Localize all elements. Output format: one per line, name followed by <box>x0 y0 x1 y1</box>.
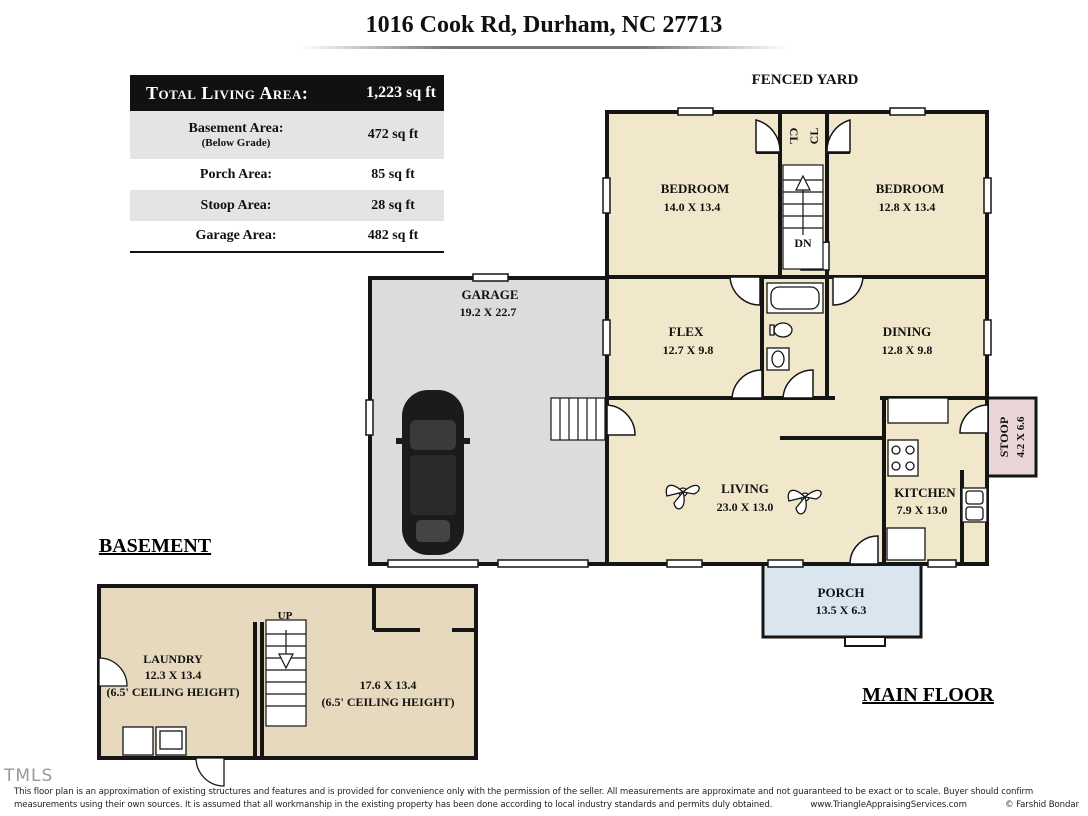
bedroom-left-name: BEDROOM <box>661 181 730 196</box>
refrigerator-icon <box>886 527 926 561</box>
bedroom-left-dims: 14.0 X 13.4 <box>664 200 721 214</box>
bedroom-right-dims: 12.8 X 13.4 <box>879 200 936 214</box>
porch-name: PORCH <box>818 585 865 600</box>
porch-dims: 13.5 X 6.3 <box>816 603 867 617</box>
disclaimer-line-1: This floor plan is an approximation of e… <box>14 787 1034 797</box>
total-living-area-label: Total Living Area: <box>146 82 309 103</box>
page-title: 1016 Cook Rd, Durham, NC 27713 <box>365 12 723 38</box>
washer-icon <box>122 726 154 756</box>
laundry-name: LAUNDRY <box>143 652 203 666</box>
total-living-area-row: Total Living Area: 1,223 sq ft <box>130 75 444 111</box>
basement-stairs <box>265 619 307 727</box>
stoop-area-value: 28 sq ft <box>371 197 415 213</box>
basement-exterior-door <box>195 757 225 787</box>
garage-dims: 19.2 X 22.7 <box>460 305 517 319</box>
closet-right-label: CL <box>807 128 821 145</box>
basement-area-label: Basement Area: <box>188 121 284 136</box>
disclaimer: This floor plan is an approximation of e… <box>14 786 1079 812</box>
garage-steps <box>550 397 606 441</box>
disclaimer-line-2: measurements using their own sources. It… <box>14 800 773 810</box>
living-dims: 23.0 X 13.0 <box>717 500 774 514</box>
basement-area-sublabel: (Below Grade) <box>201 137 271 149</box>
kitchen-fixtures <box>886 397 988 561</box>
dining-name: DINING <box>883 324 931 339</box>
basement-area-row: Basement Area: (Below Grade) 472 sq ft <box>130 111 444 159</box>
kitchen-name: KITCHEN <box>894 485 956 500</box>
stoop-area-row: Stoop Area: 28 sq ft <box>130 190 444 221</box>
bathroom-fixtures <box>766 282 824 371</box>
porch-step <box>844 636 886 647</box>
toilet-icon <box>773 322 793 338</box>
main-stairs <box>782 164 824 270</box>
laundry-appliances <box>98 657 225 787</box>
disclaimer-line-2-group: measurements using their own sources. It… <box>14 799 1079 812</box>
windows <box>365 107 992 568</box>
garage-area-row: Garage Area: 482 sq ft <box>130 221 444 251</box>
flex-name: FLEX <box>669 324 704 339</box>
copyright-credit: © Farshid Bondar <box>1004 800 1079 810</box>
stoop-name: STOOP <box>997 417 1011 457</box>
stoop-dims: 4.2 X 6.6 <box>1015 416 1027 457</box>
bedroom-right-name: BEDROOM <box>876 181 945 196</box>
title-divider <box>300 46 788 49</box>
flex-dims: 12.7 X 9.8 <box>663 343 714 357</box>
kitchen-dims: 7.9 X 13.0 <box>897 503 948 517</box>
basement-main-dims: 17.6 X 13.4 <box>360 678 417 692</box>
porch-area-value: 85 sq ft <box>371 166 415 182</box>
stairs-up-label: UP <box>278 610 293 622</box>
website-credit: www.TriangleAppraisingServices.com <box>810 800 967 810</box>
porch-area-row: Porch Area: 85 sq ft <box>130 159 444 190</box>
closet-left-label: CL <box>787 128 801 145</box>
car-icon <box>396 390 470 555</box>
main-floor-heading: MAIN FLOOR <box>862 684 994 706</box>
stairs-down-label: DN <box>794 236 812 250</box>
garage-area-label: Garage Area: <box>195 228 277 243</box>
stoop-slab <box>985 396 1038 478</box>
basement-area-value: 472 sq ft <box>367 127 419 142</box>
garage-area-value: 482 sq ft <box>367 228 419 243</box>
stove-icon <box>887 439 919 477</box>
table-bottom-rule <box>130 251 444 253</box>
basement-area-label-group: Basement Area: (Below Grade) <box>130 121 342 149</box>
basement-heading: BASEMENT <box>99 535 212 557</box>
ceiling-fan-icon <box>665 484 822 515</box>
basement-main-note: (6.5' CEILING HEIGHT) <box>321 695 454 709</box>
stoop-area-label: Stoop Area: <box>200 197 272 213</box>
living-name: LIVING <box>721 481 769 496</box>
laundry-note: (6.5' CEILING HEIGHT) <box>106 685 239 699</box>
porch-slab <box>761 562 923 639</box>
dining-dims: 12.8 X 9.8 <box>882 343 933 357</box>
fenced-yard-label: FENCED YARD <box>752 72 859 88</box>
total-living-area-value: 1,223 sq ft <box>366 84 436 101</box>
laundry-dims: 12.3 X 13.4 <box>145 668 202 682</box>
door-swings <box>606 118 989 565</box>
porch-area-label: Porch Area: <box>199 166 273 182</box>
mls-watermark: TMLS <box>4 766 54 786</box>
area-summary-table: Total Living Area: 1,223 sq ft Basement … <box>130 75 444 253</box>
garage-name: GARAGE <box>461 287 518 302</box>
laundry-door <box>98 657 128 687</box>
